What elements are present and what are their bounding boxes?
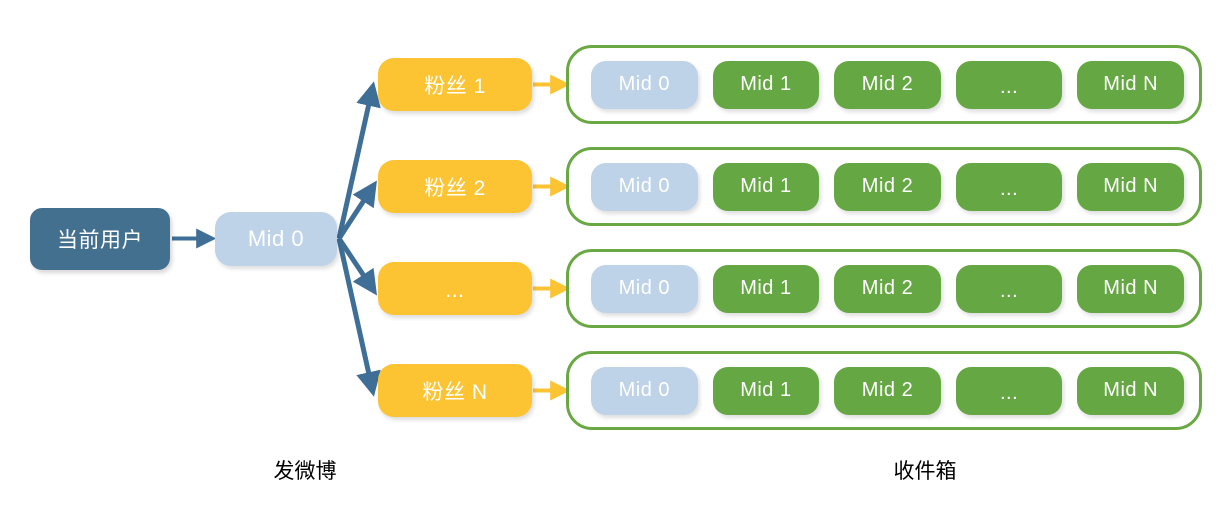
inbox-row: Mid 0 Mid 1 Mid 2 ... Mid N (566, 351, 1202, 430)
inbox-pill[interactable]: Mid N (1077, 162, 1184, 211)
source-mid-label: Mid 0 (247, 226, 305, 251)
inbox-pill[interactable]: Mid N (1077, 60, 1184, 109)
inbox-pill[interactable]: Mid 0 (591, 366, 698, 415)
inbox-pill[interactable]: Mid 0 (591, 60, 698, 109)
inbox-pill[interactable]: Mid 2 (834, 264, 941, 313)
inbox-pill[interactable]: Mid N (1077, 264, 1184, 313)
inbox-row: Mid 0 Mid 1 Mid 2 ... Mid N (566, 249, 1202, 328)
inbox-pill[interactable]: Mid 2 (834, 366, 941, 415)
inbox-pill[interactable]: Mid 1 (712, 264, 820, 313)
inbox-pill[interactable]: Mid 1 (712, 162, 820, 211)
arrow-mid-to-fan-2 (336, 180, 377, 240)
fanout-box-label: 粉丝 2 (424, 176, 486, 200)
arrow-mid-to-fan-1 (336, 81, 381, 240)
current-user-label: 当前用户 (57, 229, 143, 252)
inbox-pill[interactable]: ... (955, 366, 1063, 415)
inbox-pill[interactable]: Mid 0 (591, 162, 698, 211)
inbox-pill[interactable]: Mid 2 (834, 162, 941, 211)
inbox-pill[interactable]: Mid 1 (712, 366, 820, 415)
fanout-box-4[interactable]: 粉丝 N (378, 364, 532, 417)
current-user-box[interactable]: 当前用户 (30, 208, 170, 270)
fanout-box-3[interactable]: ... (378, 262, 532, 315)
arrow-mid-to-fan-3 (336, 237, 377, 296)
source-mid-pill[interactable]: Mid 0 (215, 212, 337, 266)
inbox-pill[interactable]: ... (955, 162, 1063, 211)
fanout-box-label: 粉丝 N (422, 380, 488, 404)
fanout-box-label: ... (445, 279, 465, 302)
arrow-mid-to-fan-4 (336, 237, 381, 397)
inbox-pill[interactable]: Mid N (1077, 366, 1184, 415)
inbox-pill[interactable]: Mid 2 (834, 60, 941, 109)
fanout-box-label: 粉丝 1 (424, 74, 486, 98)
fanout-box-2[interactable]: 粉丝 2 (378, 160, 532, 213)
inbox-pill[interactable]: Mid 1 (712, 60, 820, 109)
inbox-pill[interactable]: ... (955, 264, 1063, 313)
caption-post-weibo: 发微博 (273, 460, 337, 483)
fanout-box-1[interactable]: 粉丝 1 (378, 58, 532, 111)
inbox-pill[interactable]: ... (955, 60, 1063, 109)
caption-inbox: 收件箱 (893, 460, 957, 483)
inbox-row: Mid 0 Mid 1 Mid 2 ... Mid N (566, 147, 1202, 226)
inbox-row: Mid 0 Mid 1 Mid 2 ... Mid N (566, 45, 1202, 124)
inbox-pill[interactable]: Mid 0 (591, 264, 698, 313)
